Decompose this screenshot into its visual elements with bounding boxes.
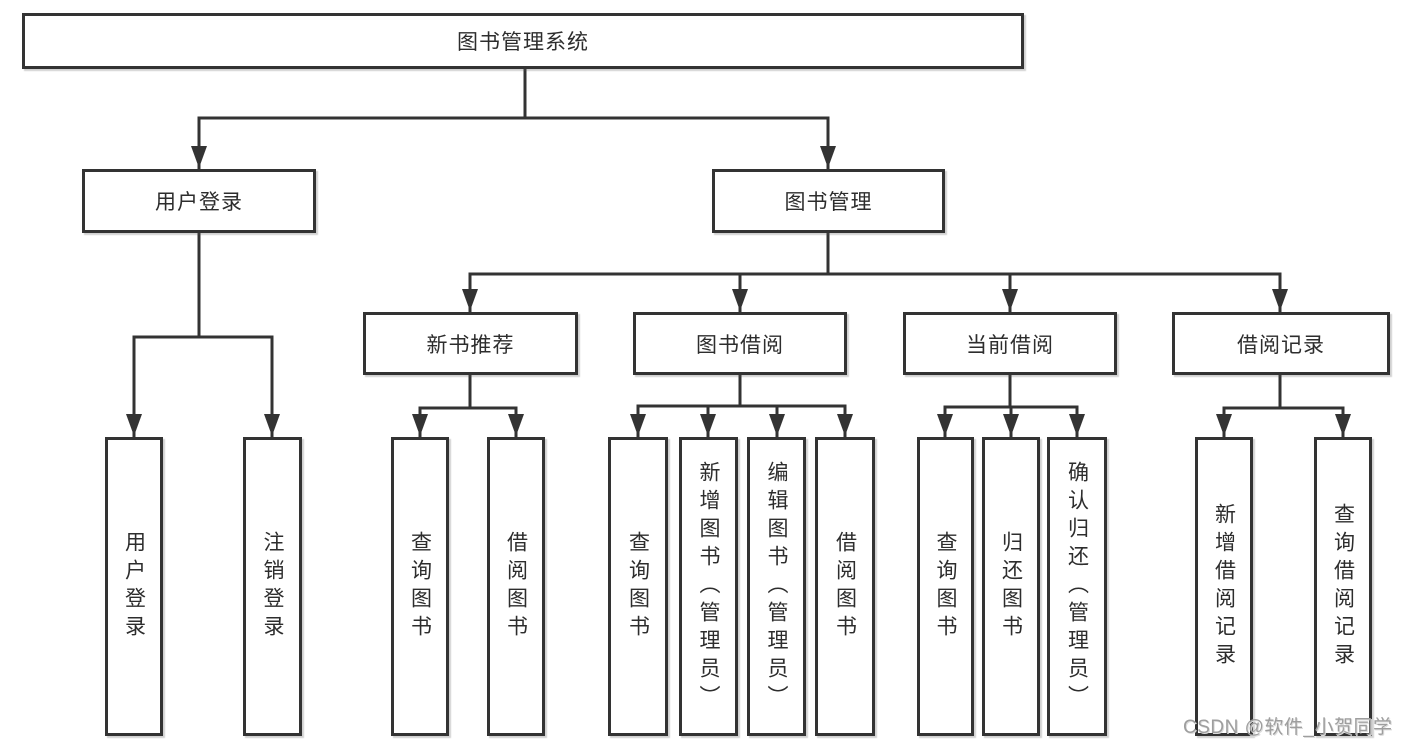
leaf-confirm-return-admin: 确认归还（管理员） <box>1047 437 1107 736</box>
connector-group <box>126 67 1351 438</box>
leaf-user-login: 用户登录 <box>105 437 163 736</box>
node-current-borrow: 当前借阅 <box>903 312 1117 375</box>
csdn-watermark: CSDN @软件_小贺同学 <box>1183 717 1393 738</box>
leaf-query-books-3: 查询图书 <box>917 437 974 736</box>
leaf-add-book-admin: 新增图书（管理员） <box>679 437 738 736</box>
leaf-borrow-books-2: 借阅图书 <box>815 437 875 736</box>
leaf-query-books-2: 查询图书 <box>608 437 668 736</box>
node-root: 图书管理系统 <box>22 13 1024 69</box>
leaf-borrow-books-1: 借阅图书 <box>487 437 545 736</box>
leaf-edit-book-admin: 编辑图书（管理员） <box>747 437 806 736</box>
node-new-book-recommend: 新书推荐 <box>363 312 578 375</box>
node-book-borrow: 图书借阅 <box>633 312 847 375</box>
leaf-query-borrow-record: 查询借阅记录 <box>1314 437 1372 736</box>
leaf-logout: 注销登录 <box>243 437 302 736</box>
leaf-query-books-1: 查询图书 <box>391 437 449 736</box>
leaf-return-book: 归还图书 <box>982 437 1040 736</box>
leaf-add-borrow-record: 新增借阅记录 <box>1195 437 1253 736</box>
node-borrow-records: 借阅记录 <box>1172 312 1390 375</box>
node-book-management: 图书管理 <box>712 169 945 233</box>
node-user-login: 用户登录 <box>82 169 316 233</box>
